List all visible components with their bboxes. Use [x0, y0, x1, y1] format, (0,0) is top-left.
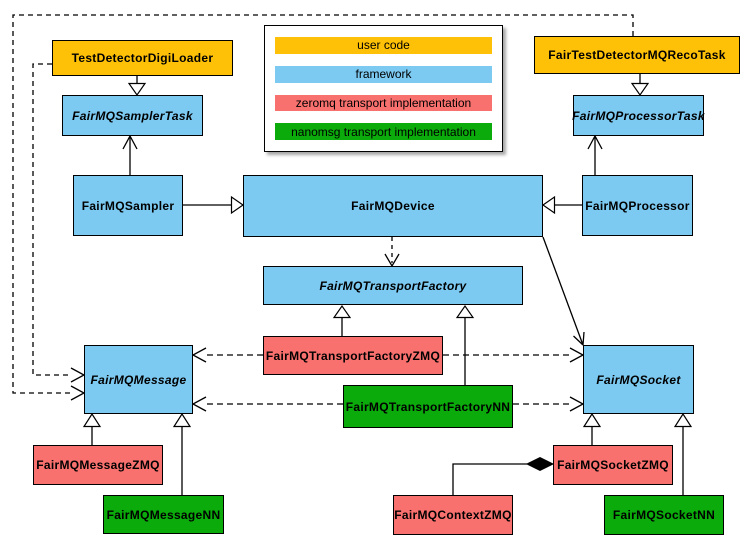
node-fairmqtransportfactory: FairMQTransportFactory: [263, 266, 523, 305]
node-fairmqtransportfactorynn: FairMQTransportFactoryNN: [343, 385, 513, 428]
node-label: FairTestDetectorMQRecoTask: [548, 48, 726, 62]
legend-label: zeromq transport implementation: [295, 95, 472, 110]
legend-swatch-zeromq: zeromq transport implementation: [275, 94, 492, 112]
node-fairmqmessagenn: FairMQMessageNN: [103, 495, 224, 534]
edge-factoryzmq-inherits-factory: [332, 304, 352, 336]
legend-swatch-nanomsg: nanomsg transport implementation: [275, 123, 492, 140]
node-label: FairMQMessageNN: [106, 507, 221, 522]
edge-factorynn-depends-socket: [513, 396, 585, 412]
legend-label: user code: [357, 38, 410, 53]
edge-digiloader-inherits-samplertask: [127, 76, 147, 97]
node-fairmqsocketnn: FairMQSocketNN: [604, 495, 724, 535]
node-label: FairMQTransportFactoryNN: [345, 399, 511, 414]
legend-swatch-user-code: user code: [275, 37, 492, 54]
edge-factorynn-inherits-factory: [455, 304, 475, 385]
node-label: FairMQProcessorTask: [572, 108, 705, 123]
edge-socketzmq-composes-contextzmq: [452, 456, 555, 495]
node-label: FairMQSampler: [81, 198, 175, 213]
node-fairmqtransportfactoryzmq: FairMQTransportFactoryZMQ: [263, 336, 443, 375]
edge-socketnn-inherits-socket: [673, 412, 693, 495]
node-label: FairMQSocketZMQ: [557, 458, 669, 472]
node-fairmqprocessortask: FairMQProcessorTask: [572, 95, 705, 136]
legend-label: nanomsg transport implementation: [291, 124, 476, 139]
edge-messagezmq-inherits-message: [82, 412, 102, 445]
node-fairmqsamplertask: FairMQSamplerTask: [62, 95, 203, 136]
node-label: FairMQTransportFactory: [319, 278, 467, 293]
node-label: FairMQSocket: [596, 372, 681, 387]
node-fairmqsocket: FairMQSocket: [583, 345, 694, 414]
edge-processor-inherits-device: [541, 195, 582, 215]
edge-processor-assoc-processortask: [587, 134, 603, 175]
node-label: FairMQMessageZMQ: [36, 458, 160, 472]
legend: user code framework zeromq transport imp…: [264, 25, 503, 152]
node-fairmqmessage: FairMQMessage: [84, 345, 193, 414]
node-fairmqprocessor: FairMQProcessor: [582, 175, 693, 236]
node-fairmqsampler: FairMQSampler: [73, 175, 183, 236]
legend-swatch-framework: framework: [275, 65, 492, 83]
node-label: FairMQSocketNN: [612, 508, 716, 522]
edge-sampler-assoc-samplertask: [122, 134, 138, 175]
edge-messagenn-inherits-message: [172, 412, 192, 495]
edge-sampler-inherits-device: [183, 195, 245, 215]
legend-label: framework: [355, 67, 412, 82]
node-label: FairMQTransportFactoryZMQ: [265, 348, 441, 363]
edge-recotask-inherits-processortask: [630, 74, 650, 97]
node-testdetectordigiloader: TestDetectorDigiLoader: [52, 40, 233, 76]
node-label: FairMQMessage: [90, 372, 187, 387]
node-label: FairMQContextZMQ: [394, 508, 512, 522]
node-label: FairMQDevice: [351, 199, 435, 213]
node-fairmqdevice: FairMQDevice: [243, 175, 543, 237]
edge-device-assoc-socket: [542, 236, 585, 346]
edge-device-depends-transportfactory: [384, 237, 400, 268]
node-label: FairMQSamplerTask: [72, 108, 193, 123]
node-label: TestDetectorDigiLoader: [71, 51, 214, 65]
node-fairmqmessagezmq: FairMQMessageZMQ: [33, 445, 163, 485]
edge-factoryzmq-depends-message: [191, 347, 263, 363]
edge-factoryzmq-depends-socket: [443, 347, 585, 363]
edge-factorynn-depends-message: [191, 396, 343, 412]
node-fairtestdetectormqrecotask: FairTestDetectorMQRecoTask: [534, 36, 740, 74]
node-fairmqsocketzmq: FairMQSocketZMQ: [553, 445, 673, 485]
edge-socketzmq-inherits-socket: [582, 412, 602, 445]
node-fairmqcontextzmq: FairMQContextZMQ: [393, 495, 513, 535]
node-label: FairMQProcessor: [585, 198, 690, 213]
